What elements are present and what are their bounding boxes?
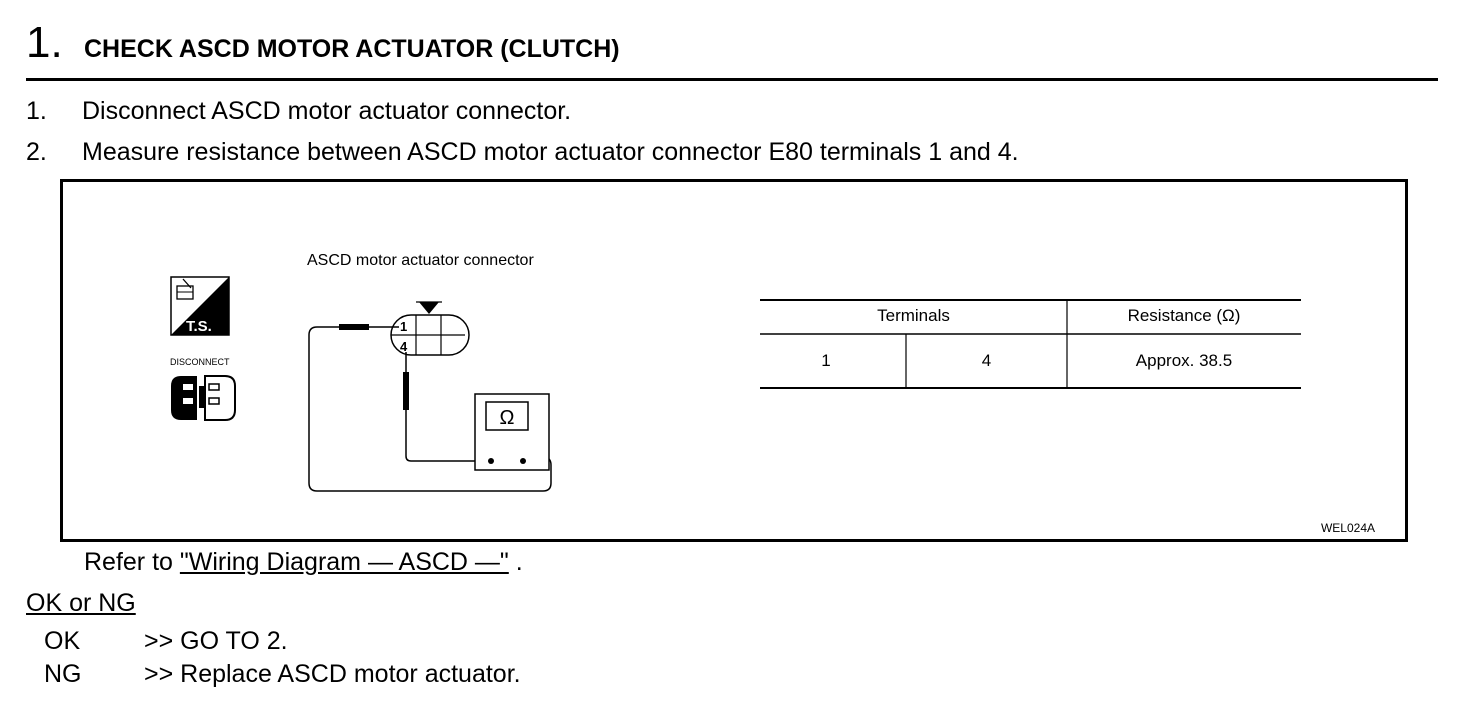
- ohmmeter: Ω: [474, 393, 550, 471]
- lead-wire-1: [308, 326, 552, 492]
- result-key: NG: [44, 660, 82, 688]
- resistance-table-lines: [760, 299, 1301, 389]
- ok-ng-heading: OK or NG: [26, 589, 136, 617]
- table-cell-terminal-b: 4: [981, 351, 992, 370]
- step-number: 1.: [26, 18, 63, 67]
- instruction-item-1: 1. Disconnect ASCD motor actuator connec…: [26, 96, 1426, 126]
- table-cell-resistance: Approx. 38.5: [1135, 351, 1233, 370]
- result-key: OK: [44, 627, 81, 655]
- disconnect-label: DISCONNECT: [170, 357, 230, 367]
- disconnect-icon: [171, 375, 236, 421]
- pin-4-label: 4: [400, 339, 408, 354]
- step-title: CHECK ASCD MOTOR ACTUATOR (CLUTCH): [84, 35, 620, 63]
- lead-wire-4: [405, 410, 491, 462]
- connector-e80: 1 4: [390, 301, 470, 356]
- instruction-text: Disconnect ASCD motor actuator connector…: [82, 97, 572, 125]
- result-row-ok: OK >> GO TO 2.: [44, 626, 844, 656]
- refer-suffix: .: [508, 548, 523, 576]
- table-header-resistance: Resistance (Ω): [1127, 306, 1241, 325]
- probe-4: [403, 372, 409, 410]
- measurement-figure: T.S. 1 4: [60, 179, 1408, 542]
- figure-drawing: T.S. 1 4: [170, 276, 1301, 492]
- pin-1-label: 1: [400, 319, 407, 334]
- instruction-number: 2.: [26, 138, 47, 166]
- figure-code: WEL024A: [1320, 521, 1375, 535]
- result-row-ng: NG >> Replace ASCD motor actuator.: [44, 659, 844, 689]
- table-header-terminals: Terminals: [877, 306, 950, 325]
- table-cell-terminal-a: 1: [821, 351, 831, 370]
- ohm-symbol: Ω: [500, 407, 515, 429]
- refer-prefix: Refer to: [84, 548, 180, 576]
- ts-icon: T.S.: [170, 276, 230, 336]
- result-action: >> Replace ASCD motor actuator.: [144, 660, 521, 688]
- instruction-number: 1.: [26, 97, 47, 125]
- ts-label: T.S.: [186, 318, 212, 335]
- refer-line: Refer to "Wiring Diagram — ASCD —" .: [84, 547, 523, 577]
- header-rule: [26, 78, 1438, 81]
- wiring-diagram-link[interactable]: "Wiring Diagram — ASCD —": [179, 548, 509, 576]
- figure-caption: ASCD motor actuator connector: [307, 252, 534, 269]
- meter-terminal-left: [488, 458, 494, 464]
- meter-terminal-right: [520, 458, 526, 464]
- probe-1: [339, 324, 369, 330]
- result-action: >> GO TO 2.: [144, 627, 288, 655]
- instruction-item-2: 2. Measure resistance between ASCD motor…: [26, 137, 1426, 167]
- instruction-text: Measure resistance between ASCD motor ac…: [82, 138, 1019, 166]
